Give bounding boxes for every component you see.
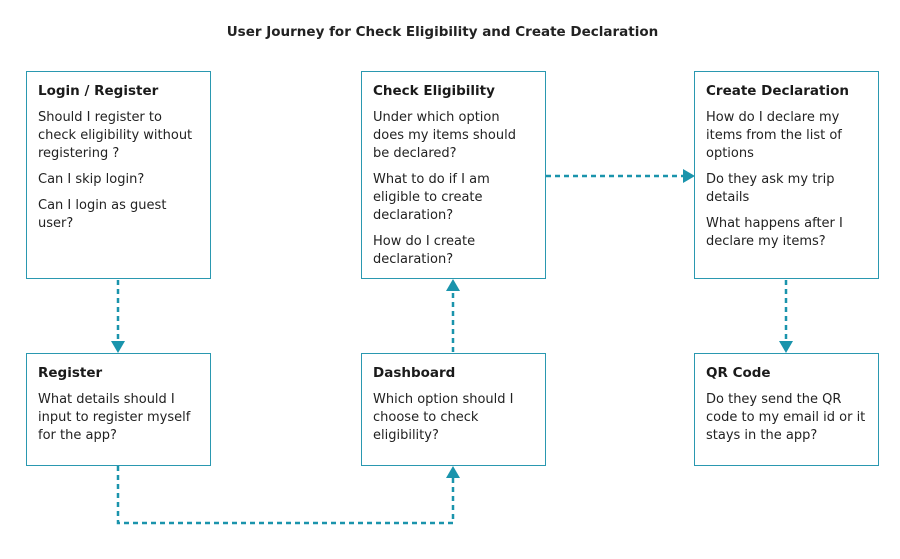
diagram-title: User Journey for Check Eligibility and C… (226, 24, 659, 40)
box-question: How do I create declaration? (373, 234, 476, 267)
box-heading: Dashboard (373, 365, 456, 381)
register-box: Register What details should I input to … (26, 353, 211, 466)
login-register-box: Login / Register Should I register to ch… (26, 71, 211, 279)
box-heading: Check Eligibility (373, 83, 495, 99)
check-eligibility-box: Check Eligibility Under which option doe… (361, 71, 546, 279)
box-question: What details should I input to register … (38, 392, 191, 443)
box-question: What happens after I declare my items? (706, 216, 843, 249)
arrowhead-qr (779, 341, 793, 353)
box-question: What to do if I am eligible to create de… (373, 172, 490, 223)
box-question: Can I skip login? (38, 172, 145, 187)
box-heading: Login / Register (38, 83, 159, 99)
box-question: Under which option does my items should … (373, 110, 516, 161)
box-question: Which option should I choose to check el… (373, 392, 514, 443)
arrowhead-register (111, 341, 125, 353)
arrowhead-check (446, 279, 460, 291)
arrowhead-dashboard (446, 466, 460, 478)
create-declaration-box: Create Declaration How do I declare my i… (694, 71, 879, 279)
box-heading: Create Declaration (706, 83, 849, 99)
box-question: How do I declare my items from the list … (706, 110, 842, 161)
box-heading: QR Code (706, 365, 771, 381)
box-question: Do they send the QR code to my email id … (706, 392, 866, 443)
box-question: Do they ask my trip details (706, 172, 835, 205)
dashboard-box: Dashboard Which option should I choose t… (361, 353, 546, 466)
arrowhead-create (683, 169, 695, 183)
box-question: Should I register to check eligibility w… (38, 110, 193, 161)
box-heading: Register (38, 365, 103, 381)
qr-code-box: QR Code Do they send the QR code to my e… (694, 353, 879, 466)
box-question: Can I login as guest user? (38, 198, 167, 231)
connector-register-to-dashboard (116, 466, 455, 525)
